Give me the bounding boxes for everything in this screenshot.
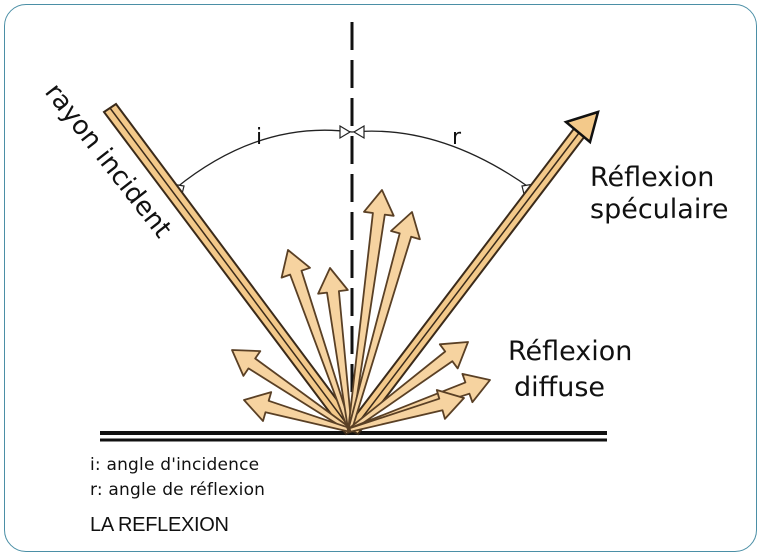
diffuse-arrow-3	[280, 249, 353, 432]
legend-r: r: angle de réflexion	[90, 480, 266, 500]
label-angle-i: i	[256, 125, 262, 150]
incident-ray	[102, 102, 360, 436]
diffuse-arrow-1	[231, 349, 352, 433]
diffuse-arrow-2	[243, 391, 352, 433]
diffuse-arrow-4	[317, 267, 353, 432]
label-diffuse-2: diffuse	[514, 372, 605, 403]
label-diffuse-1: Réflexion	[508, 336, 632, 367]
diffuse-arrow-6	[347, 211, 421, 432]
figure-frame	[4, 4, 757, 552]
label-angle-r: r	[452, 125, 462, 150]
diffuse-arrow-5	[347, 189, 395, 432]
reflecting-surface	[100, 431, 607, 442]
figure-caption: LA REFLEXION	[90, 514, 229, 536]
diffuse-arrows	[231, 189, 491, 433]
diffuse-arrow-7	[347, 341, 469, 433]
label-specular-2: spéculaire	[590, 194, 728, 225]
specular-ray	[344, 110, 600, 436]
label-specular-1: Réflexion	[590, 162, 714, 193]
legend-i: i: angle d'incidence	[90, 455, 260, 475]
diffuse-arrow-9	[348, 389, 465, 433]
angle-arc	[175, 129, 531, 189]
